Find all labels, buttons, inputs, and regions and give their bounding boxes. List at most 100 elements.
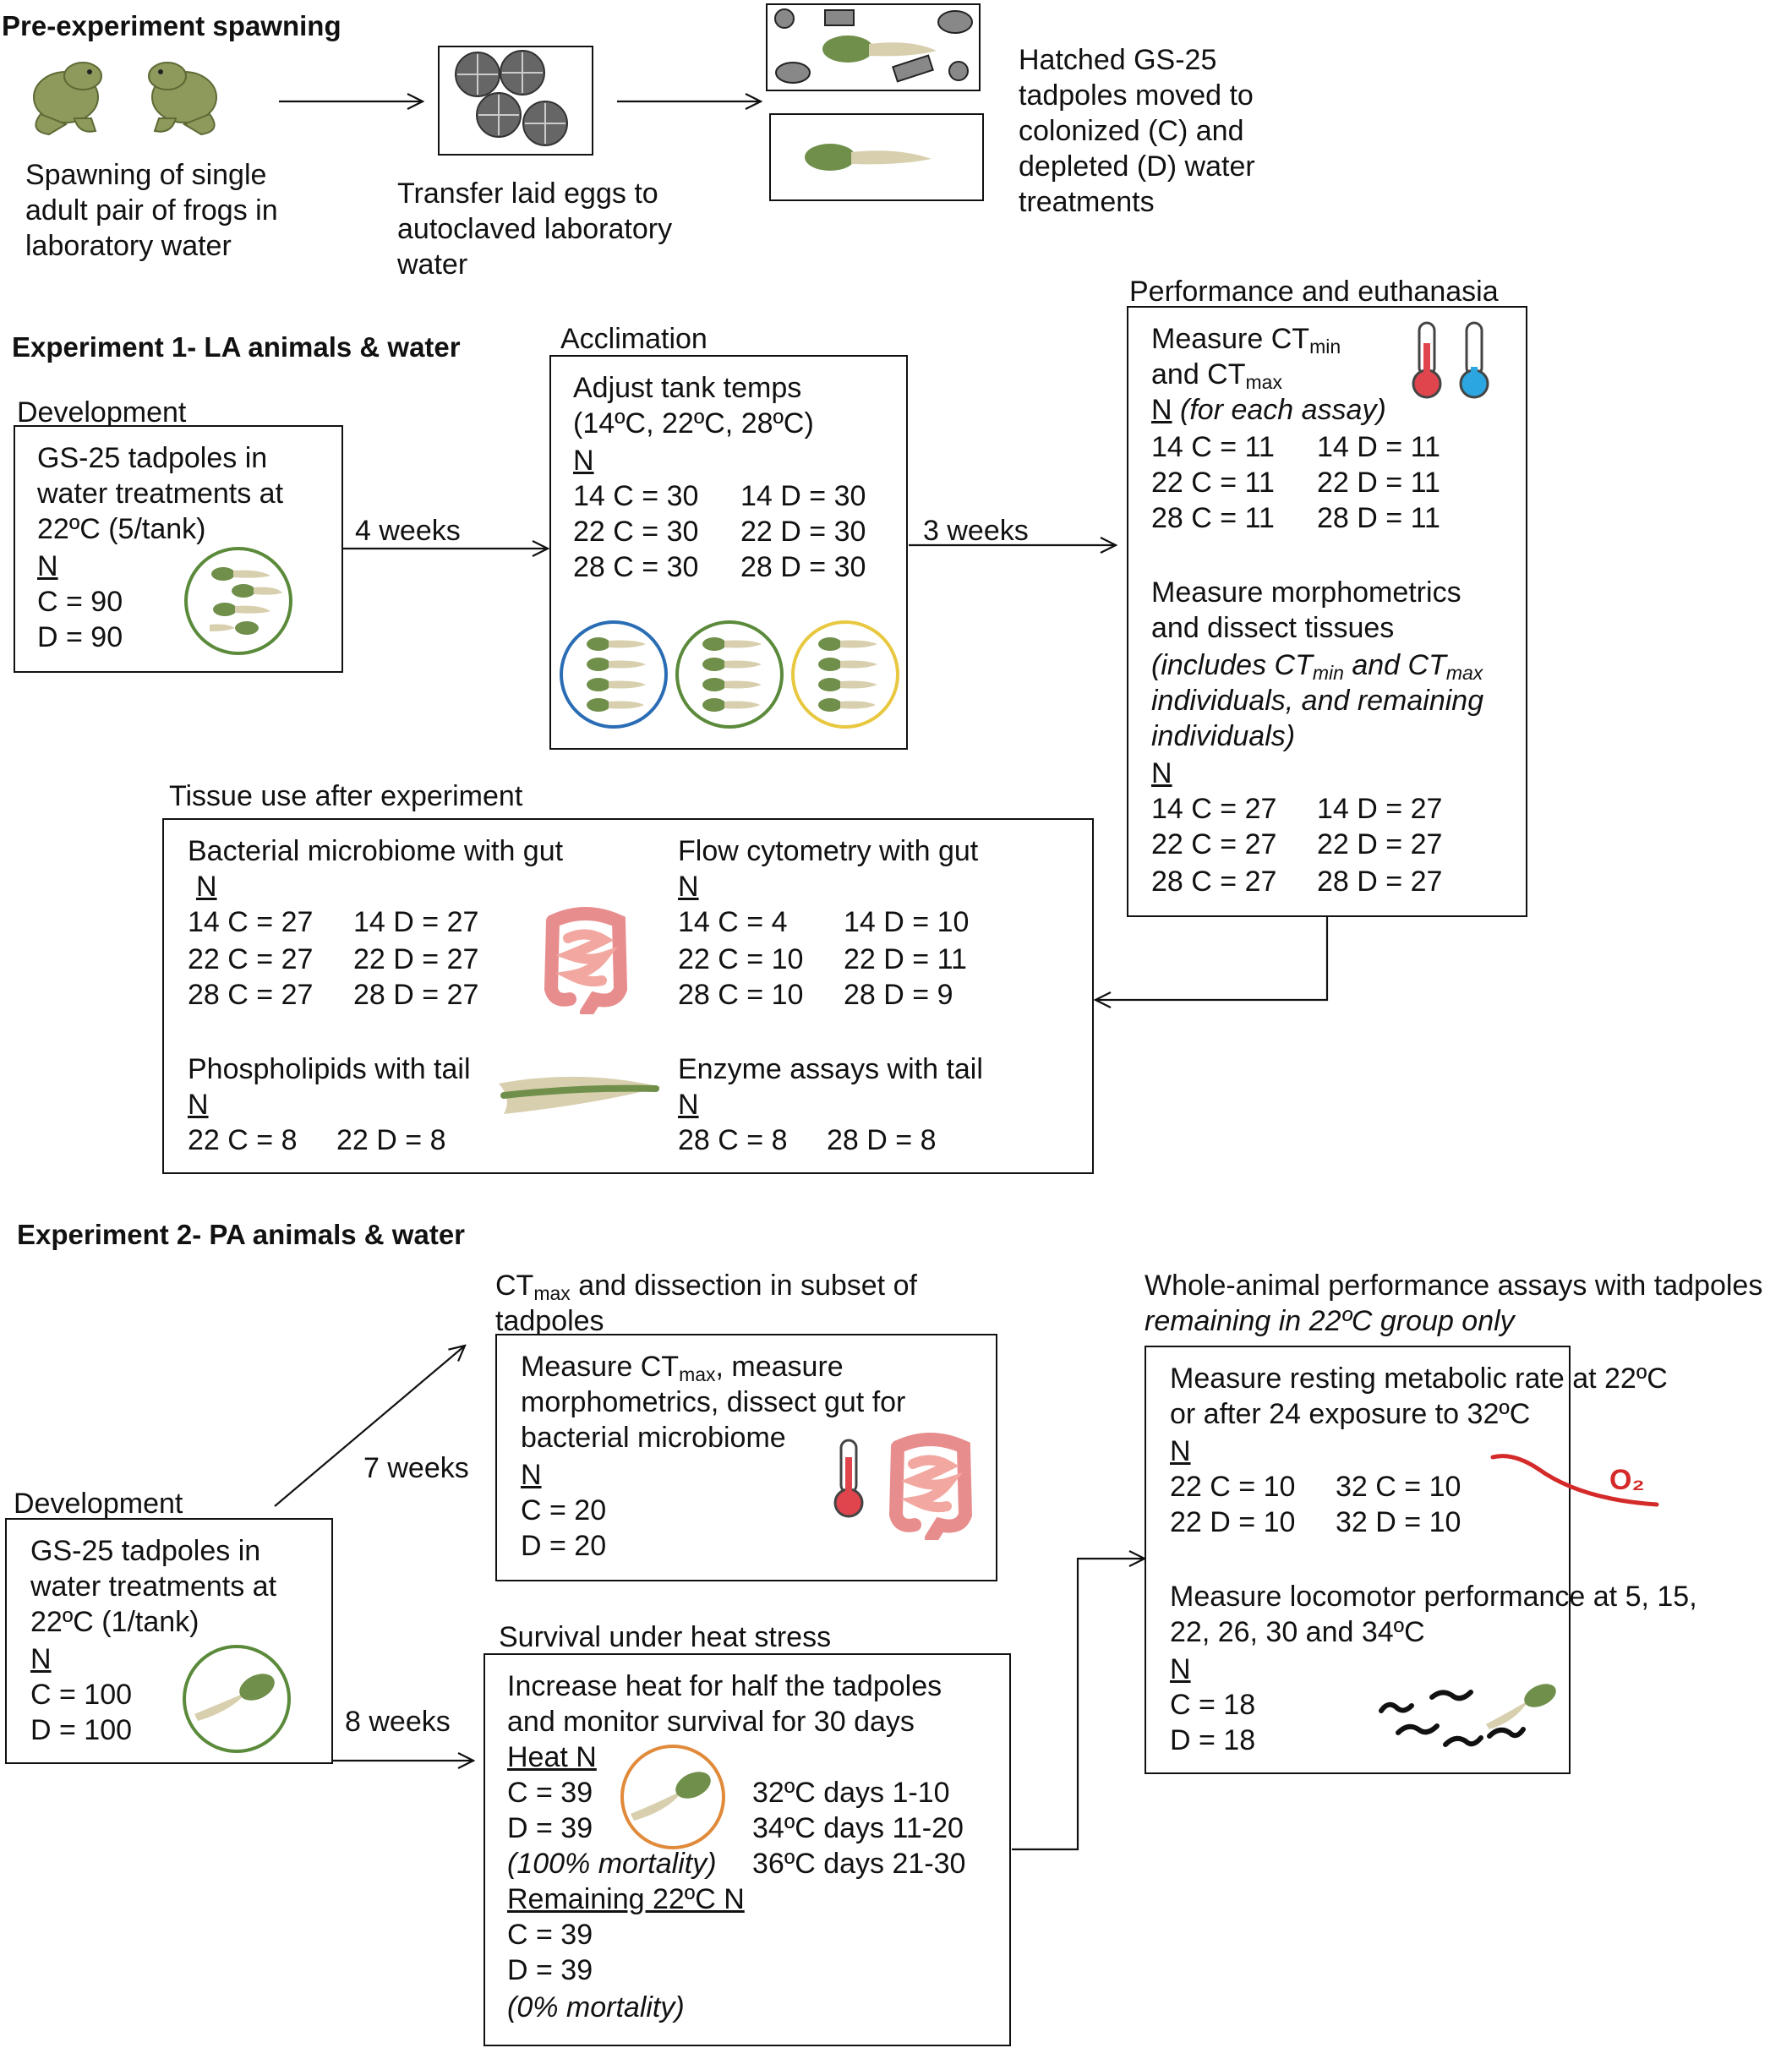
remaining-n: Remaining 22ºC N: [507, 1883, 745, 1915]
perf-measure-line-2: and CTmax: [1151, 358, 1282, 393]
flow-n: N: [678, 871, 699, 903]
acclim-n: N: [573, 445, 594, 477]
enzyme-n: N: [678, 1089, 699, 1121]
flow-r3c: 28 C = 10: [678, 979, 804, 1011]
exp1-dev-line-2: water treatments at: [37, 478, 284, 510]
tadpole-tail-icon: [499, 1076, 661, 1114]
rmr-r2a: 22 D = 10: [1170, 1506, 1296, 1538]
colonized-tank-icon: [774, 8, 973, 84]
phospho-d: 22 D = 8: [336, 1124, 446, 1156]
exp2-development-box: GS-25 tadpoles in water treatments at 22…: [5, 1518, 333, 1764]
depleted-tank-icon: [805, 144, 932, 171]
exp2-dev-line-2: water treatments at: [30, 1570, 277, 1603]
ctmax-label-line-2: tadpoles: [495, 1305, 604, 1337]
perf-r3d: 28 D = 11: [1317, 502, 1440, 534]
phospho-n: N: [188, 1089, 209, 1121]
loco-c: C = 18: [1170, 1689, 1256, 1721]
single-tadpole-green-icon: [183, 1645, 291, 1753]
perf2-r2d: 22 D = 27: [1317, 828, 1443, 860]
exp1-dev-line-1: GS-25 tadpoles in: [37, 442, 268, 474]
survival-line-2: and monitor survival for 30 days: [507, 1706, 915, 1738]
survival-label: Survival under heat stress: [499, 1621, 832, 1653]
ctmax-n: N: [521, 1459, 542, 1491]
rmr-r2b: 32 D = 10: [1336, 1506, 1461, 1538]
rmr-line-1: Measure resting metabolic rate at 22ºC: [1170, 1363, 1668, 1395]
gut-icon-2: [888, 1433, 973, 1540]
micro-r1d: 14 D = 27: [353, 906, 479, 938]
perf-n-line: N (for each assay): [1151, 394, 1386, 426]
perf2-r1c: 14 C = 27: [1151, 793, 1277, 825]
performance-label: Performance and euthanasia: [1129, 276, 1499, 308]
exp2-development-label: Development: [14, 1488, 183, 1520]
acclim-r2c: 22 C = 30: [573, 516, 699, 548]
eggs-box: [438, 46, 593, 156]
rmr-r1b: 32 C = 10: [1336, 1471, 1461, 1503]
pre-title: Pre-experiment spawning: [2, 10, 341, 41]
heat-c: C = 39: [507, 1777, 593, 1809]
flow-r1c: 14 C = 4: [678, 906, 788, 938]
spawn-caption-3: laboratory water: [25, 230, 232, 262]
schedule-3: 36ºC days 21-30: [752, 1848, 966, 1880]
tissue-label: Tissue use after experiment: [169, 780, 523, 812]
exp1-dev-c: C = 90: [37, 586, 123, 618]
exp2-dev-line-1: GS-25 tadpoles in: [30, 1535, 261, 1567]
perf2-r1d: 14 D = 27: [1317, 793, 1443, 825]
tadpole-group-green-icon: [184, 547, 292, 655]
rmr-line-2: or after 24 exposure to 32ºC: [1170, 1398, 1531, 1430]
microbiome-n: N: [196, 871, 217, 903]
performance-box: Measure CTmin and CTmax N (for each assa…: [1127, 306, 1527, 917]
perf-r2d: 22 D = 11: [1317, 467, 1440, 499]
colonized-tank-box: [766, 3, 981, 91]
schedule-1: 32ºC days 1-10: [752, 1777, 950, 1809]
hatched-caption-2: tadpoles moved to: [1019, 79, 1254, 112]
perf-n2: N: [1151, 757, 1172, 789]
micro-r1c: 14 C = 27: [188, 906, 314, 938]
flow-r1d: 14 D = 10: [844, 906, 970, 938]
single-tadpole-orange-icon: [620, 1745, 725, 1849]
arrow-survival-to-whole: [1012, 1559, 1145, 1851]
perf-incl-line-1: (includes CTmin and CTmax: [1151, 649, 1483, 684]
frog-pair-icon: [33, 62, 217, 136]
remaining-d: D = 39: [507, 1954, 593, 1986]
hatched-caption-4: depleted (D) water: [1019, 150, 1255, 183]
ctmax-measure-line-1: Measure CTmax, measure: [521, 1351, 844, 1385]
tissue-box: Bacterial microbiome with gut N 14 C = 2…: [162, 818, 1094, 1174]
perf-r2c: 22 C = 11: [1151, 467, 1275, 499]
whole-label: Whole-animal performance assays with tad…: [1145, 1270, 1763, 1302]
heat-n: Heat N: [507, 1741, 597, 1773]
survival-line-1: Increase heat for half the tadpoles: [507, 1670, 942, 1702]
ctmax-label-line-1: CTmax and dissection in subset of: [495, 1270, 917, 1304]
enzyme-title: Enzyme assays with tail: [678, 1053, 983, 1085]
acclim-r3c: 28 C = 30: [573, 551, 699, 583]
acclim-line-2: (14ºC, 22ºC, 28ºC): [573, 407, 814, 440]
remaining-mortality: (0% mortality): [507, 1991, 685, 2023]
ctmax-d: D = 20: [521, 1530, 607, 1562]
phospho-c: 22 C = 8: [188, 1124, 298, 1156]
ctmax-c: C = 20: [521, 1494, 607, 1526]
o2-label: O₂: [1609, 1464, 1645, 1496]
perf2-r2c: 22 C = 27: [1151, 828, 1277, 860]
ctmax-box: Measure CTmax, measure morphometrics, di…: [495, 1334, 997, 1581]
exp1-dev-n: N: [37, 550, 58, 582]
exp1-arrow1-label: 4 weeks: [355, 515, 461, 547]
flow-r3d: 28 D = 9: [844, 979, 953, 1011]
acclim-r1d: 14 D = 30: [740, 480, 866, 512]
loco-line-2: 22, 26, 30 and 34ºC: [1170, 1616, 1425, 1648]
perf2-r3c: 28 C = 27: [1151, 866, 1277, 898]
flow-title: Flow cytometry with gut: [678, 835, 979, 867]
loco-n: N: [1170, 1653, 1191, 1685]
swim-trace-icon: [1379, 1684, 1556, 1747]
micro-r3d: 28 D = 27: [353, 979, 479, 1011]
gut-icon: [544, 907, 628, 1014]
arrow-performance-to-tissue: [1095, 917, 1329, 1000]
rmr-n: N: [1170, 1435, 1191, 1467]
enzyme-d: 28 D = 8: [827, 1124, 937, 1156]
whole-label-2: remaining in 22ºC group only: [1145, 1305, 1515, 1337]
exp2-dev-line-3: 22ºC (1/tank): [30, 1606, 199, 1638]
flow-r2c: 22 C = 10: [678, 943, 804, 975]
remaining-c: C = 39: [507, 1919, 593, 1951]
eggs-caption-3: water: [397, 248, 468, 281]
exp2-dev-d: D = 100: [30, 1714, 133, 1746]
perf-r1d: 14 D = 11: [1317, 431, 1440, 463]
